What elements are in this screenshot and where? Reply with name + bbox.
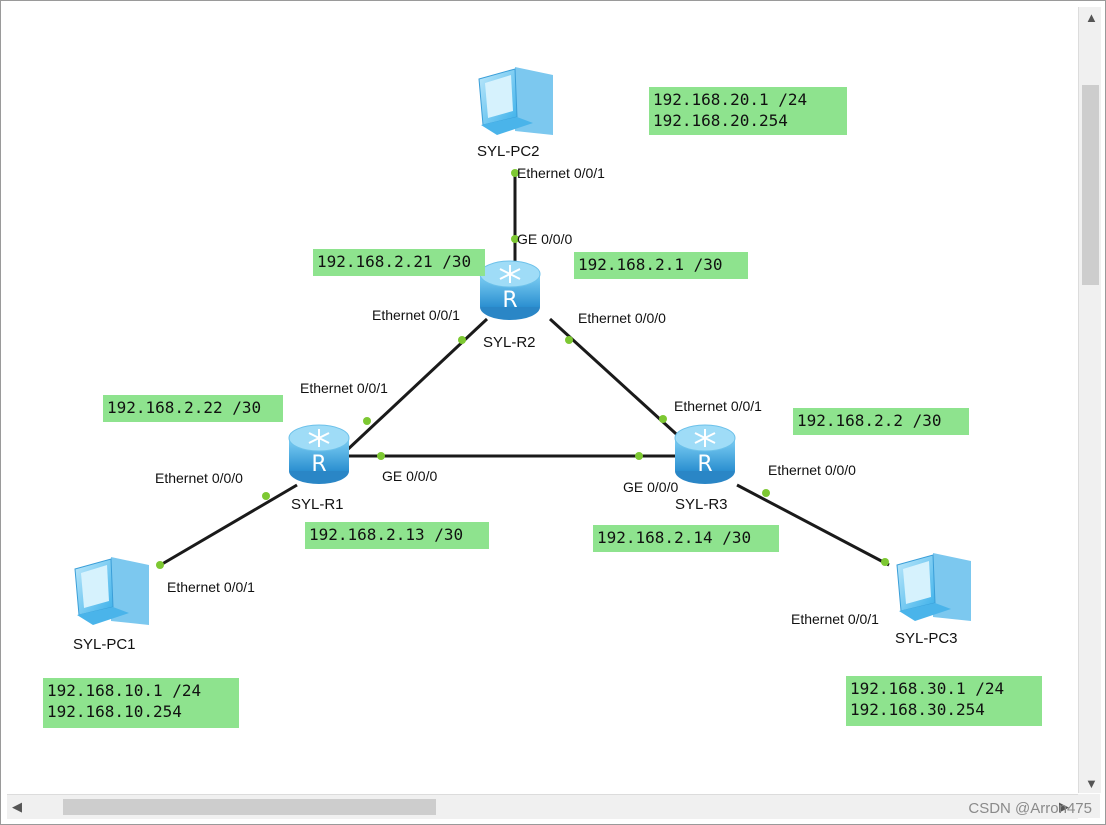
device-name-r3: SYL-R3 xyxy=(675,496,728,513)
port-label: Ethernet 0/0/1 xyxy=(300,380,388,396)
svg-text:R: R xyxy=(697,452,712,477)
port-dot xyxy=(511,169,519,177)
router-icon[interactable]: R xyxy=(478,257,542,323)
port-dot xyxy=(262,492,270,500)
port-dot xyxy=(363,417,371,425)
port-label: Ethernet 0/0/1 xyxy=(517,165,605,181)
port-dot xyxy=(458,336,466,344)
link-r1-pc1[interactable] xyxy=(156,483,298,569)
watermark: CSDN @Arron475 xyxy=(968,800,1092,817)
port-label: Ethernet 0/0/0 xyxy=(155,470,243,486)
router-icon[interactable]: R xyxy=(287,421,351,487)
scroll-up-arrow-icon[interactable]: ▲ xyxy=(1085,10,1098,25)
scroll-left-arrow-icon[interactable]: ◀ xyxy=(12,799,22,814)
port-dot xyxy=(881,558,889,566)
desktop-pc-icon[interactable] xyxy=(475,65,555,141)
vertical-scrollbar[interactable]: ▲ ▼ xyxy=(1078,7,1101,793)
port-label: Ethernet 0/0/1 xyxy=(372,307,460,323)
side-grip[interactable] xyxy=(1101,373,1106,397)
port-dot xyxy=(659,415,667,423)
address-note-pc2[interactable]: 192.168.20.1 /24 192.168.20.254 xyxy=(649,87,847,135)
svg-text:R: R xyxy=(311,452,326,477)
topology-canvas[interactable]: R R R xyxy=(7,7,1077,793)
port-label: Ethernet 0/0/1 xyxy=(167,579,255,595)
address-note-r3-bottom[interactable]: 192.168.2.14 /30 xyxy=(593,525,779,552)
device-name-r1: SYL-R1 xyxy=(291,496,344,513)
port-label: GE 0/0/0 xyxy=(623,479,679,495)
address-note-r3-top[interactable]: 192.168.2.2 /30 xyxy=(793,408,969,435)
address-note-r2-left[interactable]: 192.168.2.21 /30 xyxy=(313,249,485,276)
device-name-pc3: SYL-PC3 xyxy=(895,630,958,647)
links-layer xyxy=(156,169,890,569)
svg-text:R: R xyxy=(502,288,517,313)
address-note-pc3[interactable]: 192.168.30.1 /24 192.168.30.254 xyxy=(846,676,1042,726)
scroll-down-arrow-icon[interactable]: ▼ xyxy=(1085,776,1098,791)
address-note-pc1[interactable]: 192.168.10.1 /24 192.168.10.254 xyxy=(43,678,239,728)
port-label: Ethernet 0/0/1 xyxy=(674,398,762,414)
port-dot xyxy=(156,561,164,569)
address-note-r1-top[interactable]: 192.168.2.22 /30 xyxy=(103,395,283,422)
port-label: GE 0/0/0 xyxy=(517,231,573,247)
port-label: Ethernet 0/0/0 xyxy=(578,310,666,326)
desktop-pc-icon[interactable] xyxy=(893,551,973,627)
port-dot xyxy=(377,452,385,460)
port-dot xyxy=(565,336,573,344)
port-label: GE 0/0/0 xyxy=(382,468,438,484)
device-name-pc1: SYL-PC1 xyxy=(73,636,136,653)
router-icon[interactable]: R xyxy=(673,421,737,487)
device-name-r2: SYL-R2 xyxy=(483,334,536,351)
port-label: Ethernet 0/0/0 xyxy=(768,462,856,478)
horizontal-scrollbar[interactable]: ◀ ▶ xyxy=(7,794,1078,819)
address-note-r2-right[interactable]: 192.168.2.1 /30 xyxy=(574,252,748,279)
port-label: Ethernet 0/0/1 xyxy=(791,611,879,627)
vertical-scroll-thumb[interactable] xyxy=(1082,85,1099,285)
port-dot xyxy=(511,235,519,243)
desktop-pc-icon[interactable] xyxy=(71,555,151,631)
link-r3-pc3[interactable] xyxy=(736,483,890,567)
device-name-pc2: SYL-PC2 xyxy=(477,143,540,160)
horizontal-scroll-thumb[interactable] xyxy=(63,799,436,815)
port-dot xyxy=(762,489,770,497)
scrollbar-corner xyxy=(1078,794,1100,818)
address-note-r1-bottom[interactable]: 192.168.2.13 /30 xyxy=(305,522,489,549)
scroll-right-arrow-icon[interactable]: ▶ xyxy=(1059,799,1069,814)
port-dot xyxy=(635,452,643,460)
